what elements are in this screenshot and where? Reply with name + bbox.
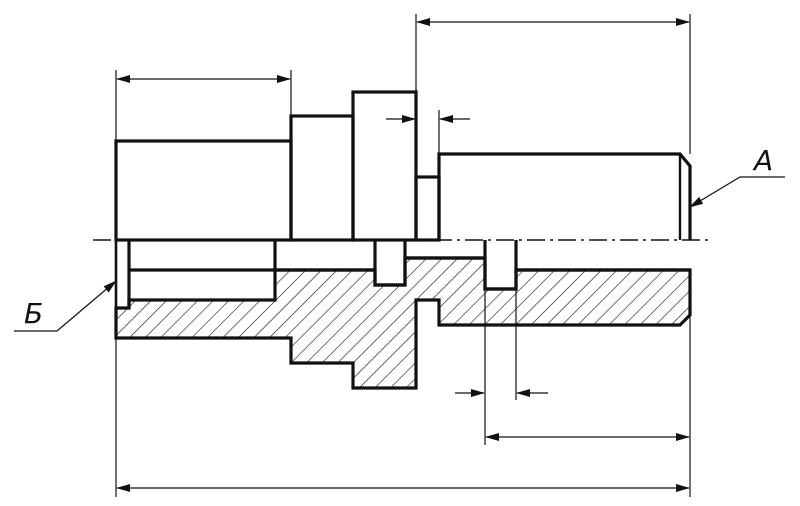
leader-line-b (14, 280, 117, 332)
dimensions (115, 14, 691, 497)
right-thread-section (437, 152, 692, 240)
left-thread-section (114, 139, 293, 242)
first-collar (289, 114, 355, 242)
left-bore (114, 238, 131, 310)
lower-half-section (114, 238, 692, 390)
hatched-body (114, 256, 692, 390)
upper-half-view (114, 90, 692, 242)
label-surface-b: Б (24, 297, 43, 330)
neck-groove (414, 175, 441, 242)
leader-line-a (689, 176, 785, 208)
large-collar (351, 90, 418, 242)
leader-b: Б (14, 280, 117, 332)
label-surface-a: А (752, 144, 773, 177)
leader-a: А (689, 144, 785, 208)
